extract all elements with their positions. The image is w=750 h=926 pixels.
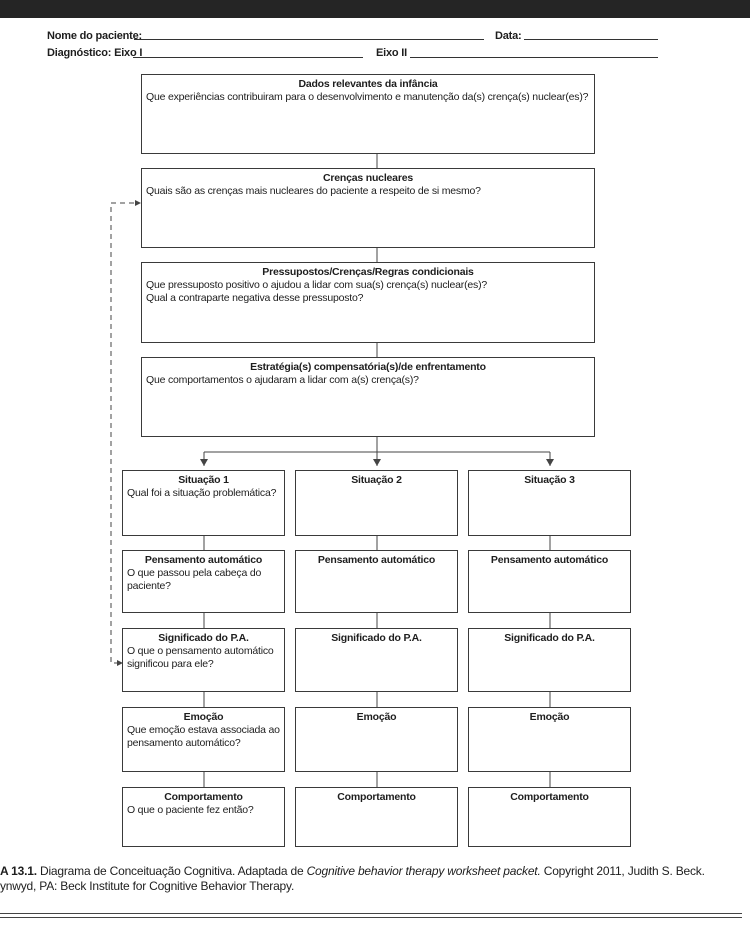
situation-1-title: Situação 1 bbox=[178, 474, 229, 486]
strategies-title: Estratégia(s) compensatória(s)/de enfren… bbox=[250, 361, 486, 373]
patient-name-line bbox=[134, 39, 484, 40]
automatic-thought-1-title: Pensamento automático bbox=[144, 554, 263, 566]
situation-3-title: Situação 3 bbox=[524, 474, 575, 486]
emotion-1-title: Emoção bbox=[183, 711, 224, 723]
axis2-line bbox=[410, 57, 658, 58]
patient-name-label: Nome do paciente: bbox=[47, 30, 143, 42]
behavior-1-box: Comportamento O que o paciente fez então… bbox=[122, 787, 285, 847]
emotion-2-title: Emoção bbox=[356, 711, 397, 723]
automatic-thought-3-box: Pensamento automático bbox=[468, 550, 631, 613]
situation-1-box: Situação 1 Qual foi a situação problemát… bbox=[122, 470, 285, 536]
situation-1-question: Qual foi a situação problemática? bbox=[127, 487, 277, 499]
situation-2-title: Situação 2 bbox=[351, 474, 402, 486]
at-meaning-3-title: Significado do P.A. bbox=[504, 632, 595, 644]
axis2-label: Eixo II bbox=[376, 47, 407, 59]
compensatory-strategies-box: Estratégia(s) compensatória(s)/de enfren… bbox=[141, 357, 595, 437]
diagnosis-axis1-line bbox=[133, 57, 363, 58]
behavior-2-box: Comportamento bbox=[295, 787, 458, 847]
situation-3-box: Situação 3 bbox=[468, 470, 631, 536]
emotion-1-question: Que emoção estava associada ao pensament… bbox=[127, 724, 280, 749]
emotion-2-box: Emoção bbox=[295, 707, 458, 772]
at-meaning-1-question: O que o pensamento automático significou… bbox=[127, 645, 274, 670]
behavior-2-title: Comportamento bbox=[337, 791, 416, 803]
behavior-3-title: Comportamento bbox=[510, 791, 589, 803]
emotion-1-box: Emoção Que emoção estava associada ao pe… bbox=[122, 707, 285, 772]
at-meaning-2-box: Significado do P.A. bbox=[295, 628, 458, 692]
feedback-arrowhead-meaning bbox=[117, 660, 123, 666]
caption-text-2: Copyright 2011, Judith S. Beck. bbox=[540, 864, 705, 878]
behavior-1-title: Comportamento bbox=[164, 791, 243, 803]
caption-line-2: ynwyd, PA: Beck Institute for Cognitive … bbox=[0, 879, 295, 893]
feedback-dashed-line bbox=[110, 202, 135, 664]
caption-work-title: Cognitive behavior therapy worksheet pac… bbox=[306, 864, 541, 878]
at-meaning-3-box: Significado do P.A. bbox=[468, 628, 631, 692]
assumptions-question-2: Qual a contraparte negativa desse pressu… bbox=[146, 292, 364, 304]
at-meaning-1-box: Significado do P.A. O que o pensamento a… bbox=[122, 628, 285, 692]
feedback-arrowhead-core bbox=[135, 200, 141, 206]
automatic-thought-1-box: Pensamento automático O que passou pela … bbox=[122, 550, 285, 613]
automatic-thought-3-title: Pensamento automático bbox=[490, 554, 609, 566]
core-beliefs-title: Crenças nucleares bbox=[323, 172, 413, 184]
caption-label: A 13.1. bbox=[0, 864, 37, 878]
automatic-thought-2-box: Pensamento automático bbox=[295, 550, 458, 613]
core-beliefs-question: Quais são as crenças mais nucleares do p… bbox=[146, 185, 481, 197]
assumptions-title: Pressupostos/Crenças/Regras condicionais bbox=[262, 266, 474, 278]
emotion-3-box: Emoção bbox=[468, 707, 631, 772]
caption-text-1: Diagrama de Conceituação Cognitiva. Adap… bbox=[36, 864, 307, 878]
assumptions-question-1: Que pressuposto positivo o ajudou a lida… bbox=[146, 279, 488, 291]
diagnosis-axis1-label: Diagnóstico: Eixo I bbox=[47, 47, 143, 59]
date-line bbox=[524, 39, 658, 40]
behavior-1-question: O que o paciente fez então? bbox=[127, 804, 254, 816]
at-meaning-2-title: Significado do P.A. bbox=[331, 632, 422, 644]
childhood-question: Que experiências contribuiram para o des… bbox=[146, 91, 589, 103]
date-label: Data: bbox=[495, 30, 522, 42]
automatic-thought-2-title: Pensamento automático bbox=[317, 554, 436, 566]
figure-caption: A 13.1. Diagrama de Conceituação Cogniti… bbox=[0, 864, 748, 894]
core-beliefs-box: Crenças nucleares Quais são as crenças m… bbox=[141, 168, 595, 248]
behavior-3-box: Comportamento bbox=[468, 787, 631, 847]
at-meaning-1-title: Significado do P.A. bbox=[158, 632, 249, 644]
strategies-question: Que comportamentos o ajudaram a lidar co… bbox=[146, 374, 419, 386]
assumptions-box: Pressupostos/Crenças/Regras condicionais… bbox=[141, 262, 595, 343]
caption-line-1: A 13.1. Diagrama de Conceituação Cogniti… bbox=[0, 864, 748, 879]
childhood-title: Dados relevantes da infância bbox=[298, 78, 438, 90]
emotion-3-title: Emoção bbox=[529, 711, 570, 723]
top-dark-bar bbox=[0, 0, 750, 18]
bottom-rule bbox=[0, 913, 742, 918]
automatic-thought-1-question: O que passou pela cabeça do paciente? bbox=[127, 567, 262, 592]
childhood-data-box: Dados relevantes da infância Que experiê… bbox=[141, 74, 595, 154]
situation-2-box: Situação 2 bbox=[295, 470, 458, 536]
